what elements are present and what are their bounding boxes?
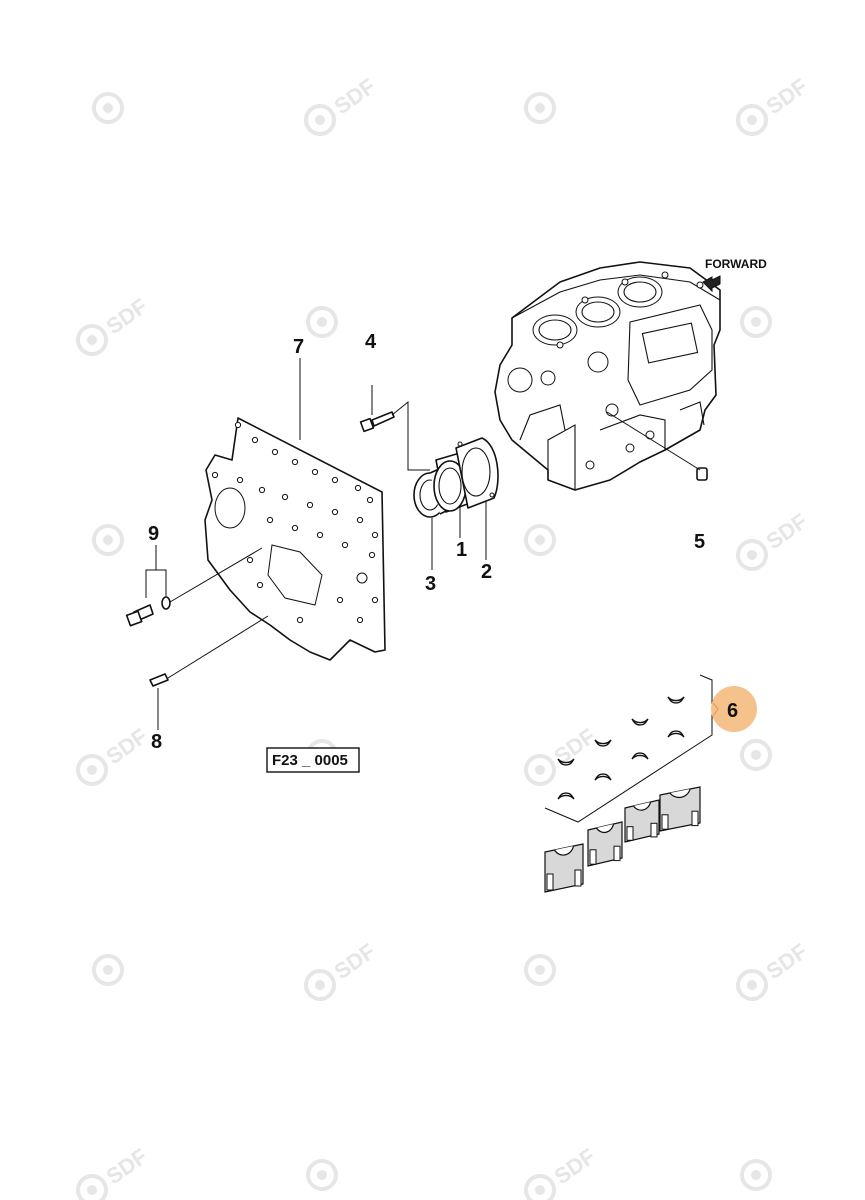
plate-hole [266,516,274,524]
plate-hole [251,436,259,444]
part-6-main-bearings [544,674,713,893]
sdf-logo-icon [92,92,124,124]
bearing-shell [631,718,649,726]
plate-hole [336,596,344,604]
plate-hole [368,551,376,559]
forward-label: FORWARD [705,257,767,271]
part-2-gasket [455,437,499,560]
plate-hole [311,468,319,476]
watermark-text: SDF [762,73,812,119]
plate-hole [246,556,254,564]
sdf-logo-icon: SDF [736,73,812,136]
callout-labels: 1 2 3 4 5 6 7 8 9 [148,331,757,753]
plate-hole [211,471,219,479]
bearing-shell [594,739,612,747]
part-5-plug [606,411,708,481]
plate-hole [234,421,242,429]
figure-reference-label: F23 _ 0005 [272,752,348,769]
plate-hole [306,501,314,509]
figure-reference-box: F23 _ 0005 [266,747,360,773]
sdf-logo-icon: SDF [524,723,600,786]
bearing-shell [667,696,685,704]
sdf-logo-icon [306,1159,338,1191]
watermark-layer: SDFSDFSDFSDFSDFSDFSDFSDFSDFSDFSDFSDF [76,73,812,1200]
watermark-text: SDF [102,723,152,769]
plate-hole [258,486,266,494]
bearing-shell [631,752,649,760]
bearing-shell [667,730,685,738]
plate-hole [281,493,289,501]
bearing-cap [659,786,701,832]
forward-arrow-icon [702,275,721,293]
sdf-logo-icon: SDF [736,938,812,1001]
plate-hole [366,496,374,504]
callout-6-highlight [711,686,757,732]
watermark-text: SDF [762,938,812,984]
plate-hole [236,476,244,484]
forward-indicator: FORWARD [702,257,767,293]
plate-hole [354,484,362,492]
plate-hole [316,531,324,539]
sdf-logo-icon [92,524,124,556]
callout-6: 6 [727,700,738,722]
plate-hole [341,541,349,549]
callout-8: 8 [151,731,162,753]
sdf-logo-icon [524,524,556,556]
bearing-shell [557,758,575,766]
plate-hole [256,581,264,589]
watermark-text: SDF [330,938,380,984]
watermark-text: SDF [102,1143,152,1189]
sdf-logo-icon: SDF [736,508,812,571]
sdf-logo-icon [524,92,556,124]
sdf-logo-icon: SDF [76,293,152,356]
plate-hole [291,458,299,466]
sdf-logo-icon [740,1159,772,1191]
sdf-logo-icon: SDF [76,723,152,786]
sdf-logo-icon [92,954,124,986]
plate-hole [356,616,364,624]
watermark-text: SDF [550,1143,600,1189]
plate-hole [271,448,279,456]
part-8-dowel-pin [149,615,269,730]
plate-hole [356,516,364,524]
sdf-logo-icon: SDF [524,1143,600,1200]
sdf-logo-icon [740,739,772,771]
watermark-text: SDF [550,723,600,769]
engine-block [494,261,721,491]
callout-1: 1 [456,539,467,561]
sdf-logo-icon: SDF [304,73,380,136]
part-4-bolt [359,385,430,471]
bearing-shell [557,792,575,800]
plate-hole [291,524,299,532]
sdf-logo-icon [740,306,772,338]
bearing-cap [624,799,660,843]
part-9-bolt-washer [125,545,263,627]
watermark-text: SDF [762,508,812,554]
watermark-text: SDF [102,293,152,339]
sdf-logo-icon: SDF [304,938,380,1001]
callout-9: 9 [148,523,159,545]
callout-2: 2 [481,561,492,583]
part-7-end-plate [204,358,386,661]
callout-5: 5 [694,531,705,553]
sdf-logo-icon: SDF [76,1143,152,1200]
bearing-cap [587,821,623,867]
sdf-logo-icon [306,306,338,338]
plate-hole [331,508,339,516]
watermark-text: SDF [330,73,380,119]
plate-hole [371,531,379,539]
plate-hole [371,596,379,604]
plate-hole [296,616,304,624]
callout-7: 7 [293,336,304,358]
sdf-logo-icon [524,954,556,986]
bearing-shell [594,773,612,781]
callout-4: 4 [365,331,377,353]
callout-3: 3 [425,573,436,595]
plate-hole [331,476,339,484]
bearing-cap [544,843,584,893]
